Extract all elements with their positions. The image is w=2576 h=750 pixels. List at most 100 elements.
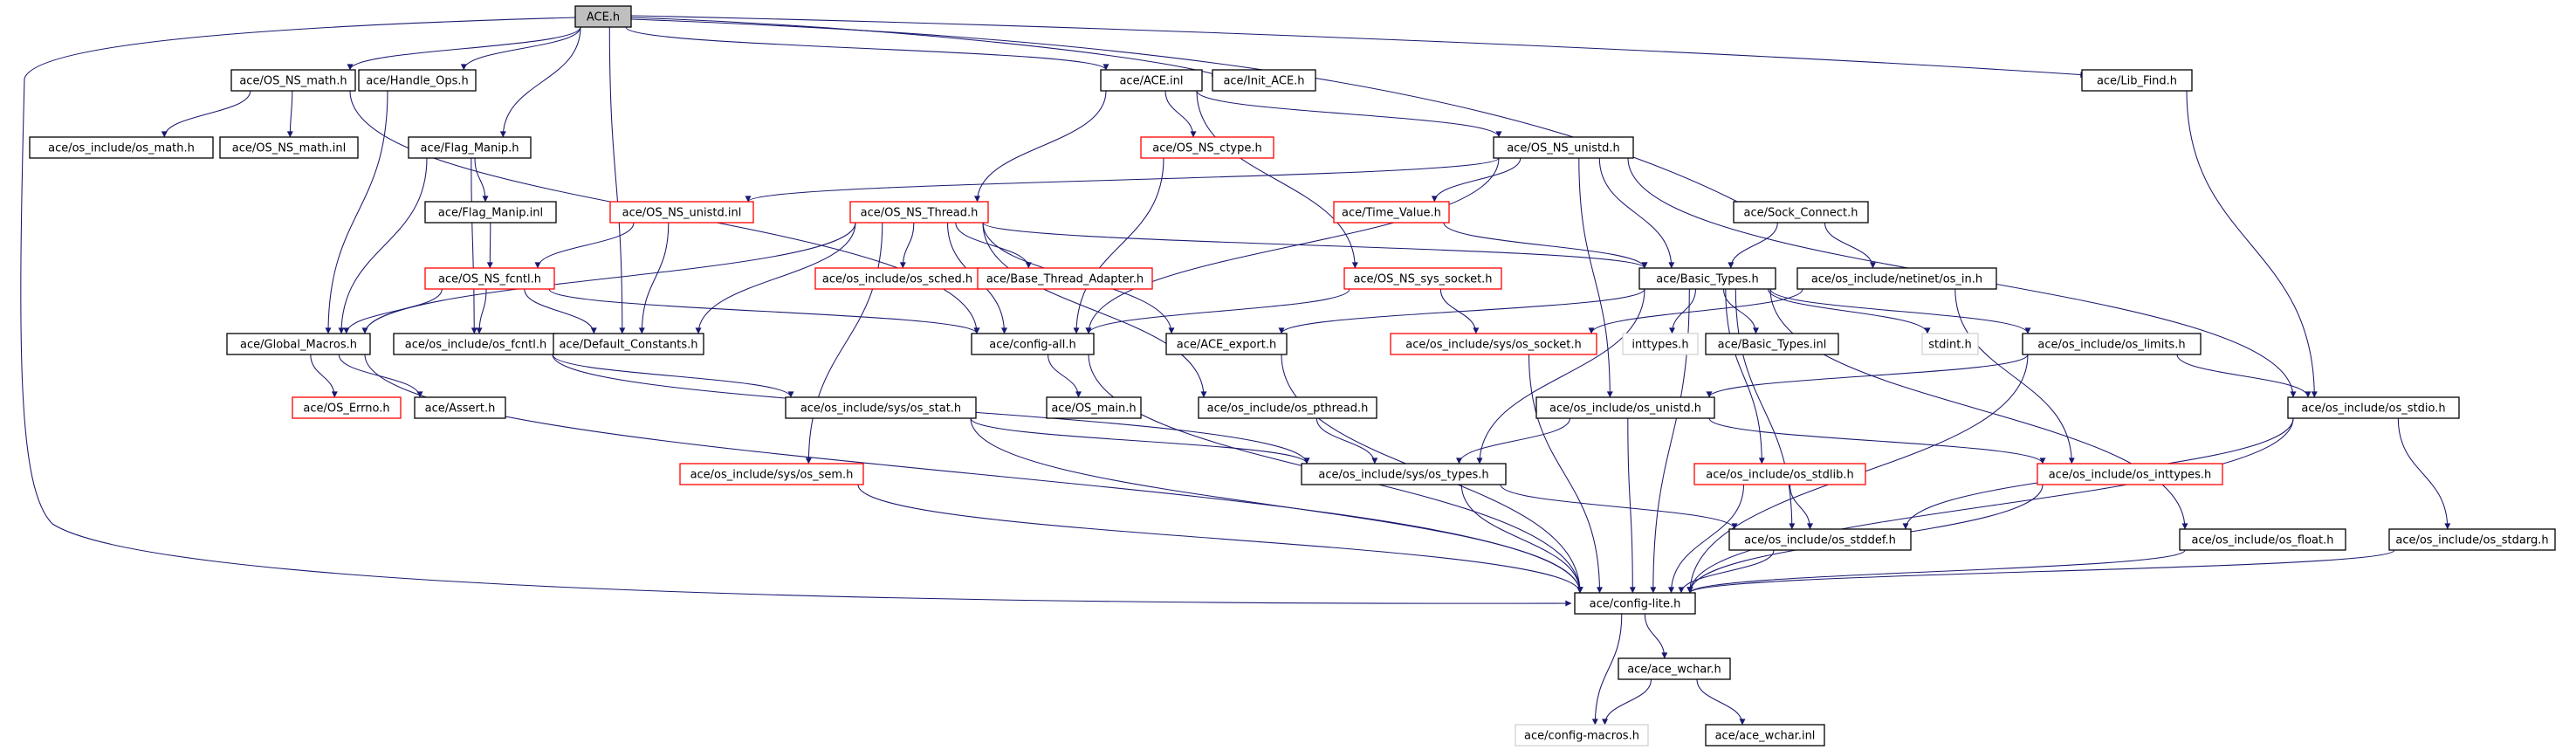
node-assert-h[interactable]: ace/Assert.h: [414, 396, 506, 419]
node-label: ace/os_include/os_limits.h: [2037, 339, 2185, 352]
edge-os_ns_math_h-to-os_ns_math_inl: [286, 90, 293, 138]
node-time-value-h[interactable]: ace/Time_Value.h: [1333, 201, 1450, 224]
node-init-ace-h[interactable]: ace/Init_ACE.h: [1212, 69, 1316, 92]
edge-os_ns_sys_socket_h-to-config_all_h: [1085, 288, 1350, 334]
node-sys-os-sem-h[interactable]: ace/os_include/sys/os_sem.h: [679, 463, 864, 485]
node-default-constants-h[interactable]: ace/Default_Constants.h: [553, 333, 704, 355]
node-label: ace/os_include/sys/os_stat.h: [800, 403, 961, 416]
edge-path: [1669, 288, 1697, 334]
node-os-stdio-h[interactable]: ace/os_include/os_stdio.h: [2287, 396, 2460, 419]
node-label: ace/Init_ACE.h: [1223, 75, 1304, 88]
node-sys-os-stat-h[interactable]: ace/os_include/sys/os_stat.h: [785, 396, 977, 419]
edge-flag_manip_h-to-os_fcntl_h: [471, 157, 477, 334]
node-os-limits-h[interactable]: ace/os_include/os_limits.h: [2022, 333, 2202, 355]
edge-path: [1047, 354, 1082, 398]
node-basic-types-inl[interactable]: ace/Basic_Types.inl: [1705, 333, 1839, 355]
node-sys-os-types-h[interactable]: ace/os_include/sys/os_types.h: [1301, 463, 1507, 485]
edge-path: [338, 157, 428, 334]
node-handle-ops-h[interactable]: ace/Handle_Ops.h: [358, 69, 477, 92]
edge-path: [899, 222, 915, 269]
node-os-errno-h[interactable]: ace/OS_Errno.h: [292, 396, 402, 419]
node-box: [1301, 463, 1507, 485]
node-os-sched-h[interactable]: ace/os_include/os_sched.h: [814, 267, 980, 290]
node-os-inttypes-h[interactable]: ace/os_include/os_inttypes.h: [2037, 463, 2223, 485]
node-os-ns-thread-h[interactable]: ace/OS_NS_Thread.h: [849, 201, 989, 224]
node-flag-manip-inl[interactable]: ace/Flag_Manip.inl: [424, 201, 557, 224]
edge-basic_types_h-to-os_limits_h: [1769, 288, 2031, 334]
node-box: [849, 201, 989, 224]
node-ace-wchar-h[interactable]: ace/ace_wchar.h: [1618, 657, 1731, 680]
node-lib-find-h[interactable]: ace/Lib_Find.h: [2081, 69, 2193, 92]
node-os-ns-unistd-inl[interactable]: ace/OS_NS_unistd.inl: [609, 201, 754, 224]
node-os-ns-unistd-h[interactable]: ace/OS_NS_unistd.h: [1493, 136, 1634, 159]
edge-path: [1735, 288, 1796, 530]
node-ace-h[interactable]: ACE.h: [574, 5, 632, 28]
node-box: [219, 136, 359, 159]
node-os-unistd-h[interactable]: ace/os_include/os_unistd.h: [1535, 396, 1715, 419]
node-os-ns-sys-socket-h[interactable]: ace/OS_NS_sys_socket.h: [1343, 267, 1502, 290]
node-box: [977, 267, 1153, 290]
node-box: [424, 201, 557, 224]
node-ace-wchar-inl[interactable]: ace/ace_wchar.inl: [1705, 724, 1825, 747]
edge-os_ns_thread_h-to-basic_types_h: [982, 222, 1648, 269]
edge-os_ns_unistd_inl-to-os_ns_fcntl_h: [534, 222, 635, 269]
node-config-lite-h[interactable]: ace/config-lite.h: [1574, 592, 1696, 615]
node-label: inttypes.h: [1631, 339, 1688, 352]
node-box: [1165, 333, 1288, 355]
node-os-float-h[interactable]: ace/os_include/os_float.h: [2179, 528, 2346, 551]
edge-sock_connect_h-to-netinet_in_h: [1824, 222, 1876, 269]
edge-os_ns_thread_h-to-base_thread_adapter_h: [955, 222, 1032, 269]
edge-os_ns_unistd_h-to-os_unistd_h: [1578, 157, 1613, 398]
edge-path: [1686, 549, 2395, 594]
edge-os_ns_thread_h-to-sys_os_sem_h: [805, 222, 883, 464]
node-os-main-h[interactable]: ace/OS_main.h: [1046, 396, 1142, 419]
node-os-ns-math-inl[interactable]: ace/OS_NS_math.inl: [219, 136, 359, 159]
node-label: stdint.h: [1928, 339, 1971, 352]
edge-config_all_h-to-os_main_h: [1047, 354, 1082, 398]
node-box: [2081, 69, 2193, 92]
node-label: ace/OS_NS_Thread.h: [861, 207, 979, 220]
node-config-all-h[interactable]: ace/config-all.h: [971, 333, 1095, 355]
node-label: ace/os_include/sys/os_socket.h: [1405, 339, 1581, 352]
edge-flag_manip_inl-to-os_ns_fcntl_h: [486, 222, 493, 269]
node-box: [1140, 136, 1274, 159]
node-box: [2287, 396, 2460, 419]
node-sys-os-socket-h[interactable]: ace/os_include/sys/os_socket.h: [1390, 333, 1597, 355]
edge-ace_wchar_h-to-config_macros_h: [1602, 678, 1652, 726]
node-os-math-h[interactable]: ace/os_include/os_math.h: [29, 136, 214, 159]
edge-os_ns_fcntl_h-to-global_macros_h: [343, 288, 443, 334]
node-os-stdarg-h[interactable]: ace/os_include/os_stdarg.h: [2388, 528, 2556, 551]
node-basic-types-h[interactable]: ace/Basic_Types.h: [1638, 267, 1776, 290]
edge-path: [1686, 417, 2294, 594]
node-config-macros-h: ace/config-macros.h: [1515, 724, 1649, 747]
node-os-stddef-h[interactable]: ace/os_include/os_stddef.h: [1728, 528, 1912, 551]
node-os-ns-ctype-h[interactable]: ace/OS_NS_ctype.h: [1140, 136, 1274, 159]
node-box: [1333, 201, 1450, 224]
node-os-ns-fcntl-h[interactable]: ace/OS_NS_fcntl.h: [424, 267, 555, 290]
node-box: [1212, 69, 1316, 92]
node-label: ace/os_include/os_math.h: [48, 142, 195, 155]
node-label: ace/OS_NS_fcntl.h: [438, 273, 541, 286]
edge-path: [1588, 288, 1803, 334]
node-base-thread-adapter-h[interactable]: ace/Base_Thread_Adapter.h: [977, 267, 1153, 290]
node-os-stdlib-h[interactable]: ace/os_include/os_stdlib.h: [1693, 463, 1866, 485]
node-label: ace/os_include/os_float.h: [2191, 534, 2333, 547]
node-netinet-in-h[interactable]: ace/os_include/netinet/os_in.h: [1796, 267, 1997, 290]
node-label: ace/OS_NS_ctype.h: [1152, 142, 1262, 155]
node-sock-connect-h[interactable]: ace/Sock_Connect.h: [1733, 201, 1869, 224]
node-label: ace/OS_main.h: [1051, 403, 1136, 416]
edge-lib_find_h-to-os_stdio_h: [2186, 90, 2318, 398]
node-os-ns-math-h[interactable]: ace/OS_NS_math.h: [230, 69, 356, 92]
node-label: ace/os_include/os_stdarg.h: [2395, 534, 2548, 547]
node-ace-inl[interactable]: ace/ACE.inl: [1100, 69, 1203, 92]
edge-path: [857, 484, 1583, 594]
edge-os_unistd_h-to-os_inttypes_h: [1708, 417, 2046, 464]
node-flag-manip-h[interactable]: ace/Flag_Manip.h: [408, 136, 532, 159]
node-box: [814, 267, 980, 290]
node-global-macros-h[interactable]: ace/Global_Macros.h: [226, 333, 371, 355]
node-os-fcntl-h[interactable]: ace/os_include/os_fcntl.h: [393, 333, 559, 355]
edge-time_value_h-to-basic_types_h: [1443, 222, 1648, 269]
node-ace-export-h[interactable]: ace/ACE_export.h: [1165, 333, 1288, 355]
node-os-pthread-h[interactable]: ace/os_include/os_pthread.h: [1198, 396, 1377, 419]
node-box: [553, 333, 704, 355]
